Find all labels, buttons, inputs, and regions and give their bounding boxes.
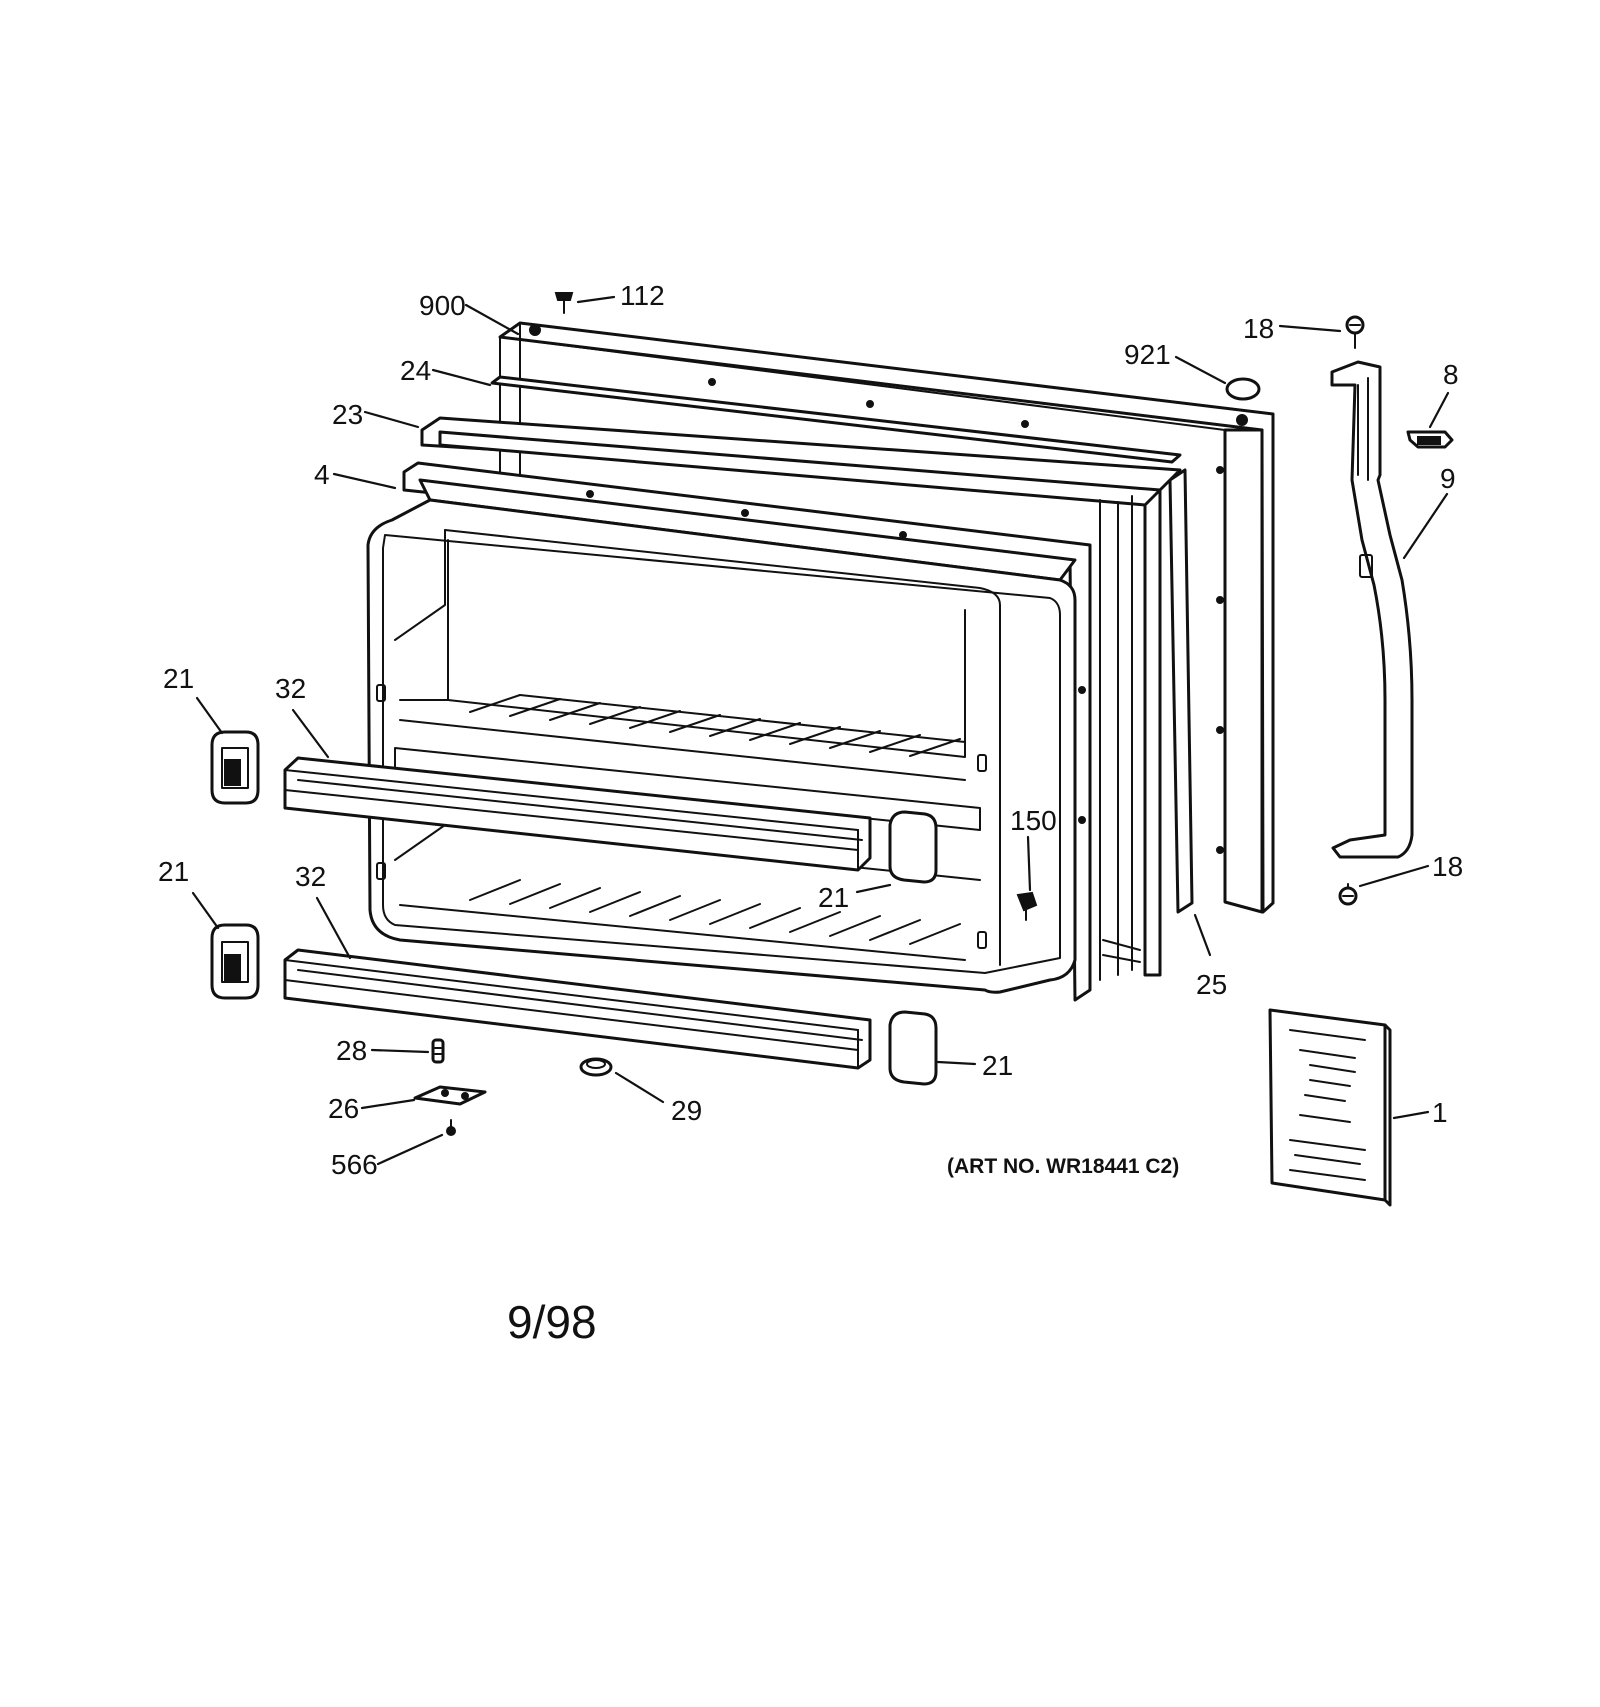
callout-1: 1 [1432,1097,1448,1128]
callout-112: 112 [620,280,665,311]
shelf-bar-upper [283,756,872,872]
callout-921: 921 [1124,339,1171,370]
screw-566-icon [446,1119,456,1136]
art-number-label: (ART NO. WR18441 C2) [947,1155,1179,1178]
callout-566: 566 [331,1149,378,1180]
upper-shelf-ridges [469,694,966,757]
lower-shelf-ridges [469,879,961,945]
screw-18-bottom-icon [1338,883,1358,906]
callout-26: 26 [328,1093,359,1124]
callout-21-mid: 21 [818,882,849,913]
callout-9: 9 [1440,463,1456,494]
callout-25: 25 [1196,969,1227,1000]
leader-lines [191,295,1450,1166]
callout-28: 28 [336,1035,367,1066]
callout-18-top: 18 [1243,313,1274,344]
screw-112-icon [554,292,574,314]
callout-32-upper: 32 [275,673,306,704]
callout-8: 8 [1443,359,1459,390]
plug-921-icon [1225,377,1261,401]
screw-28-icon [431,1038,445,1064]
door-handle [1330,360,1414,859]
handle-clip [1406,430,1454,449]
bumper-29-icon [579,1057,613,1077]
owners-manual-booklet [1268,1008,1392,1207]
callout-150: 150 [1010,805,1057,836]
screw-150-icon [1016,891,1038,921]
door-gasket-frame [420,416,1182,981]
date-code: 9/98 [507,1296,597,1348]
callout-29: 29 [671,1095,702,1126]
callout-24: 24 [400,355,431,386]
callout-21-lower-left: 21 [158,856,189,887]
callout-32-lower: 32 [295,861,326,892]
outer-door-panel [498,321,1275,914]
screw-18-top-icon [1345,315,1365,349]
end-cap-bottom-right [888,1010,938,1086]
callout-18-bottom: 18 [1432,851,1463,882]
shelf-bar-lower [283,948,872,1070]
callout-900: 900 [419,290,466,321]
callout-23: 23 [332,399,363,430]
door-gasket-strip [490,375,1182,464]
end-cap-upper-left [210,730,260,805]
callout-21-bottom-right: 21 [982,1050,1013,1081]
callout-numbers: 900 112 24 23 4 921 18 8 9 21 32 21 32 1… [158,280,1463,1180]
side-gasket-strip [1168,468,1194,914]
end-cap-middle [888,810,938,884]
door-liner [366,498,1077,994]
callout-21-upper-left: 21 [163,663,194,694]
callout-4: 4 [314,459,330,490]
end-cap-lower-left [210,923,260,1000]
hinge-plate [413,1085,487,1106]
